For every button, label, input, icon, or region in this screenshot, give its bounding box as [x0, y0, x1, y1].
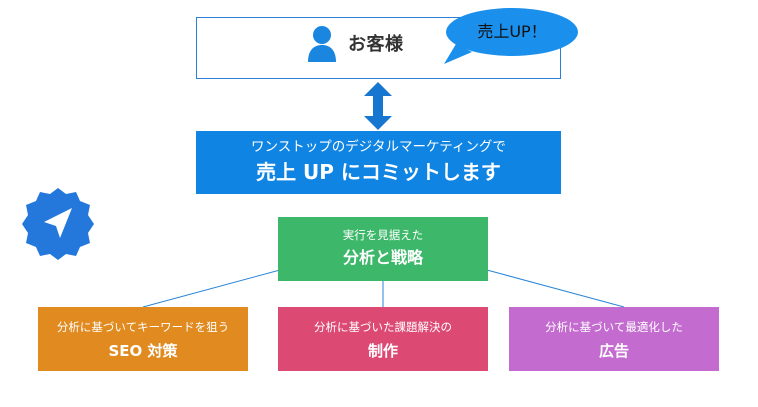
seo-subtitle: 分析に基づいてキーワードを狙う — [56, 320, 230, 334]
seo-box: 分析に基づいてキーワードを狙う SEO 対策 — [38, 307, 248, 371]
connector-to-seo — [142, 269, 281, 308]
strategy-subtitle: 実行を見据えた — [342, 228, 424, 242]
double-arrow-icon — [364, 82, 392, 130]
main-message-title: 売上 UP にコミットします — [256, 160, 501, 184]
seo-title: SEO 対策 — [108, 342, 178, 360]
strategy-box: 実行を見据えた 分析と戦略 — [278, 217, 488, 281]
main-message-box: ワンストップのデジタルマーケティングで 売上 UP にコミットします — [196, 131, 561, 194]
main-message-subtitle: ワンストップのデジタルマーケティングで — [251, 139, 506, 155]
customer-label: お客様 — [348, 34, 404, 55]
advertising-box: 分析に基づいて最適化した 広告 — [509, 307, 719, 371]
production-title: 制作 — [367, 342, 398, 360]
production-subtitle: 分析に基づいた課題解決の — [314, 320, 452, 334]
advertising-subtitle: 分析に基づいて最適化した — [545, 320, 683, 334]
bubble-text: 売上UP！ — [477, 22, 547, 41]
person-icon — [308, 26, 336, 62]
production-box: 分析に基づいた課題解決の 制作 — [278, 307, 488, 371]
connector-to-ad — [486, 269, 625, 308]
navigation-badge-icon — [22, 188, 94, 260]
advertising-title: 広告 — [598, 342, 629, 360]
strategy-title: 分析と戦略 — [342, 248, 423, 267]
speech-bubble — [444, 8, 578, 64]
